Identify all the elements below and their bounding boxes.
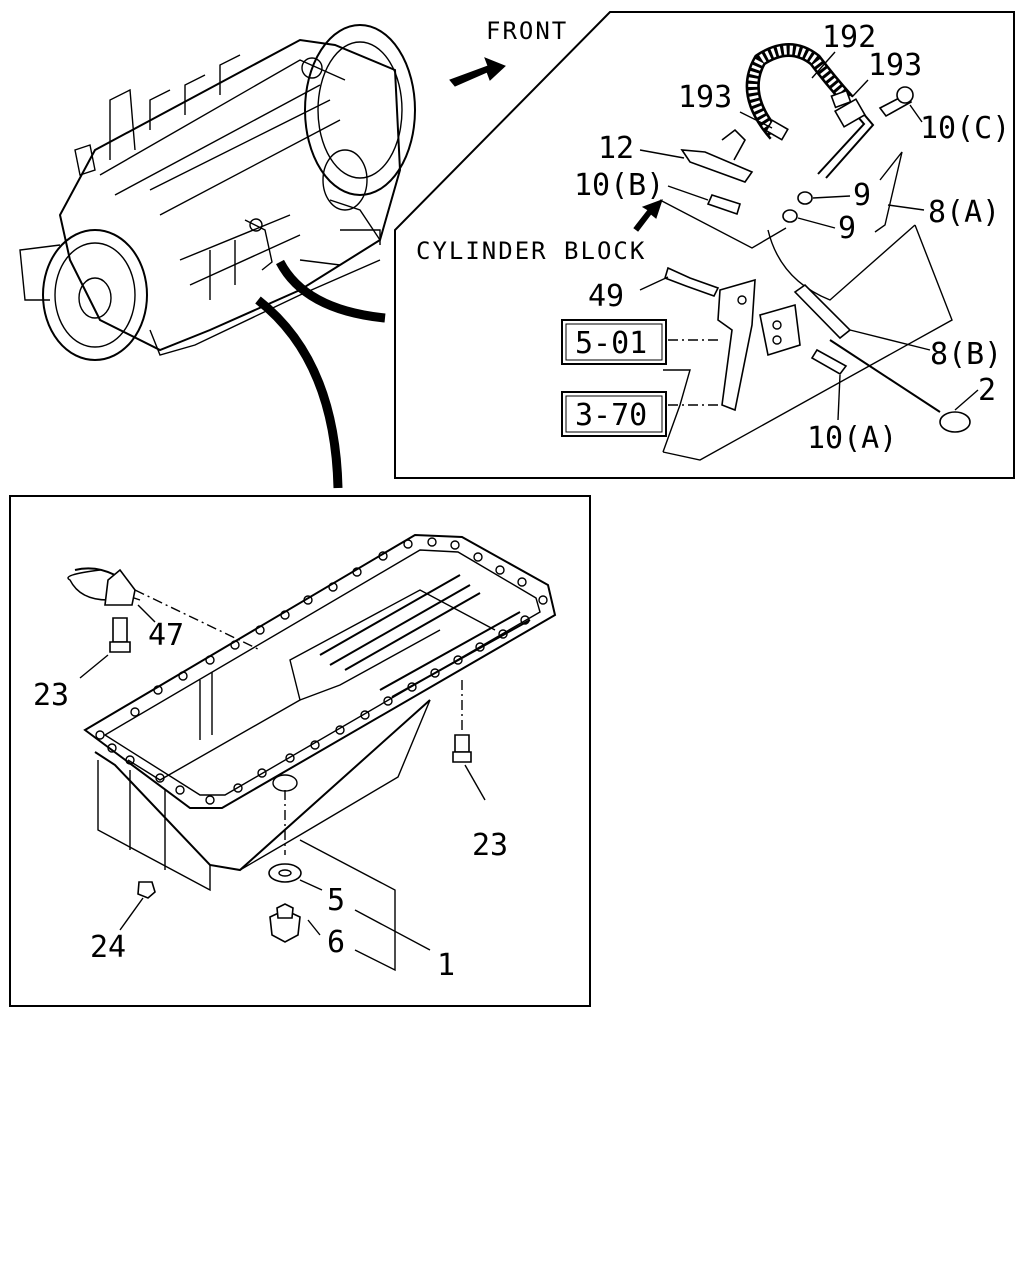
label-1: 1 — [437, 948, 455, 983]
flange-bolt-holes — [95, 537, 548, 805]
label-5: 5 — [327, 883, 345, 918]
cylinder-block-label: CYLINDER BLOCK — [416, 237, 646, 265]
ref-box-5-01[interactable]: 5-01 — [561, 319, 667, 365]
label-10b: 10(B) — [574, 168, 664, 203]
label-6: 6 — [327, 925, 345, 960]
label-193-left: 193 — [678, 80, 732, 115]
label-8a: 8(A) — [928, 195, 1000, 230]
dipstick-detail-panel: CYLINDER BLOCK — [394, 11, 1015, 479]
label-192: 192 — [822, 20, 876, 55]
label-49: 49 — [588, 279, 624, 314]
ref-3-70-text: 3-70 — [575, 398, 647, 433]
label-8b: 8(B) — [930, 337, 1002, 372]
label-9-upper: 9 — [853, 178, 871, 213]
label-2: 2 — [978, 373, 996, 408]
label-23-right: 23 — [472, 828, 508, 863]
label-10c: 10(C) — [920, 111, 1010, 146]
label-23-left: 23 — [33, 678, 69, 713]
label-47: 47 — [148, 618, 184, 653]
label-24: 24 — [90, 930, 126, 965]
ref-5-01-text: 5-01 — [575, 326, 647, 361]
label-10a: 10(A) — [807, 421, 897, 456]
oil-pan-panel — [9, 495, 591, 1007]
label-193-right: 193 — [868, 48, 922, 83]
engine-overview-illustration — [19, 24, 416, 489]
label-12: 12 — [598, 131, 634, 166]
front-label: FRONT — [486, 17, 568, 45]
front-direction-arrow: FRONT — [449, 17, 568, 87]
ref-box-3-70[interactable]: 3-70 — [561, 391, 667, 437]
label-9-lower: 9 — [838, 211, 856, 246]
